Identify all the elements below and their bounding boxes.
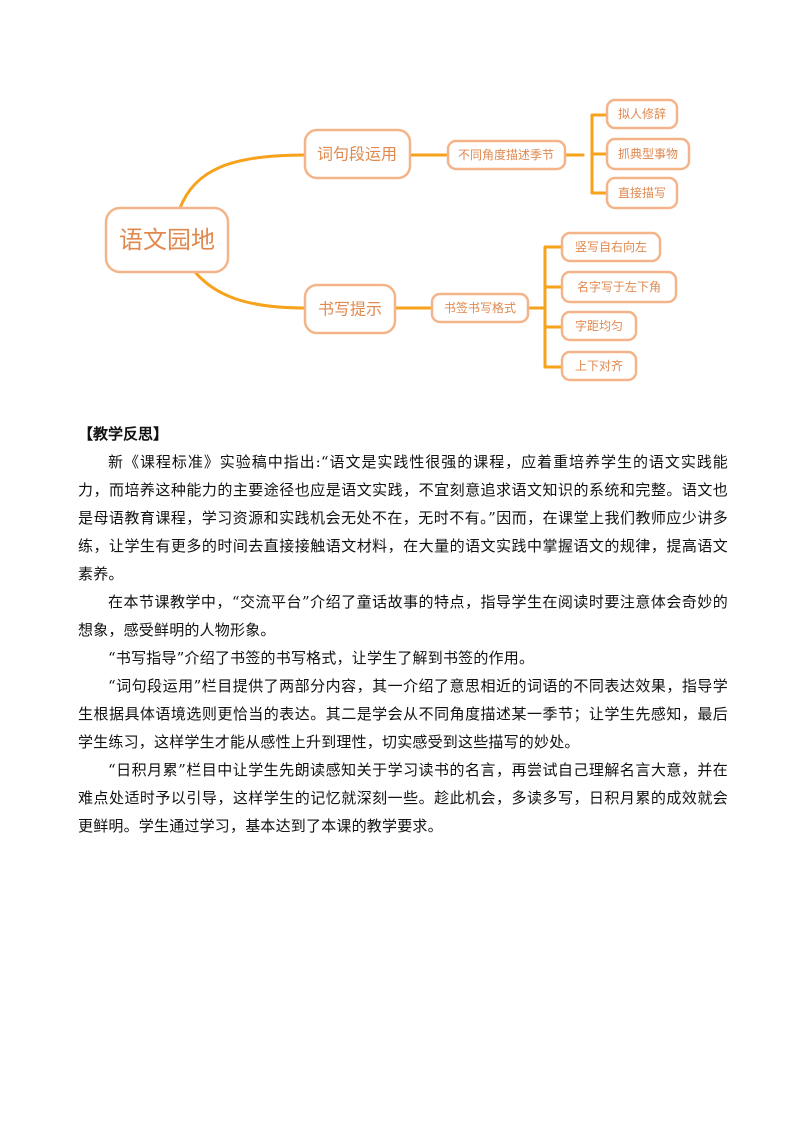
paragraph-4: “词句段运用”栏目提供了两部分内容，其一介绍了意思相近的词语的不同表达效果，指导…	[78, 677, 728, 751]
connector-root-bottom	[193, 270, 307, 310]
mind-map-connectors	[178, 113, 609, 369]
leaf-bottom-3	[560, 310, 638, 342]
leaf-top-3	[605, 176, 679, 210]
connector-top-leaves	[563, 113, 609, 195]
connector-bottom-leaves	[526, 245, 564, 369]
root-node	[104, 206, 230, 274]
paragraph-2: 在本节课教学中，“交流平台”介绍了童话故事的特点，指导学生在阅读时要注意体会奇妙…	[78, 593, 728, 639]
paragraph-3: “书写指导”介绍了书签的书写格式，让学生了解到书签的作用。	[108, 649, 535, 667]
child-top-label: 不同角度描述季节	[458, 147, 554, 162]
leaf-bottom-1-label: 竖写自右向左	[575, 239, 647, 254]
paragraph-1: 新《课程标准》实验稿中指出:“语文是实践性很强的课程，应着重培养学生的语文实践能…	[78, 453, 728, 583]
leaf-bottom-2-label: 名字写于左下角	[577, 279, 661, 294]
leaf-bottom-3-label: 字距均匀	[575, 318, 623, 333]
leaf-bottom-4-label: 上下对齐	[575, 358, 623, 373]
branch-bottom-node	[303, 283, 397, 335]
leaf-bottom-4	[560, 350, 638, 382]
branch-top-node	[303, 128, 412, 180]
mind-map: 语文园地 词句段运用 书写提示 不同角度描述季节 书签书写格式 拟人修辞 抓典型…	[104, 98, 691, 382]
connector-root-top	[178, 153, 307, 210]
leaf-bottom-1	[560, 231, 662, 263]
leaf-top-2	[605, 137, 691, 171]
root-label: 语文园地	[119, 226, 215, 254]
child-bottom-label: 书签书写格式	[444, 300, 516, 315]
teaching-reflection-section: 【教学反思】 新《课程标准》实验稿中指出:“语文是实践性很强的课程，应着重培养学…	[78, 420, 728, 840]
branch-top-label: 词句段运用	[317, 145, 397, 164]
leaf-top-1-label: 拟人修辞	[618, 106, 666, 121]
leaf-top-3-label: 直接描写	[618, 185, 666, 200]
paragraph-5: “日积月累”栏目中让学生先朗读感知关于学习读书的名言，再尝试自己理解名言大意，并…	[78, 761, 728, 835]
leaf-top-2-label: 抓典型事物	[618, 147, 678, 161]
branch-bottom-label: 书写提示	[318, 300, 382, 319]
child-top-node	[446, 139, 567, 171]
leaf-top-1	[605, 98, 679, 130]
section-title: 【教学反思】	[78, 425, 169, 443]
leaf-bottom-2	[560, 270, 678, 304]
child-bottom-node	[430, 292, 530, 324]
